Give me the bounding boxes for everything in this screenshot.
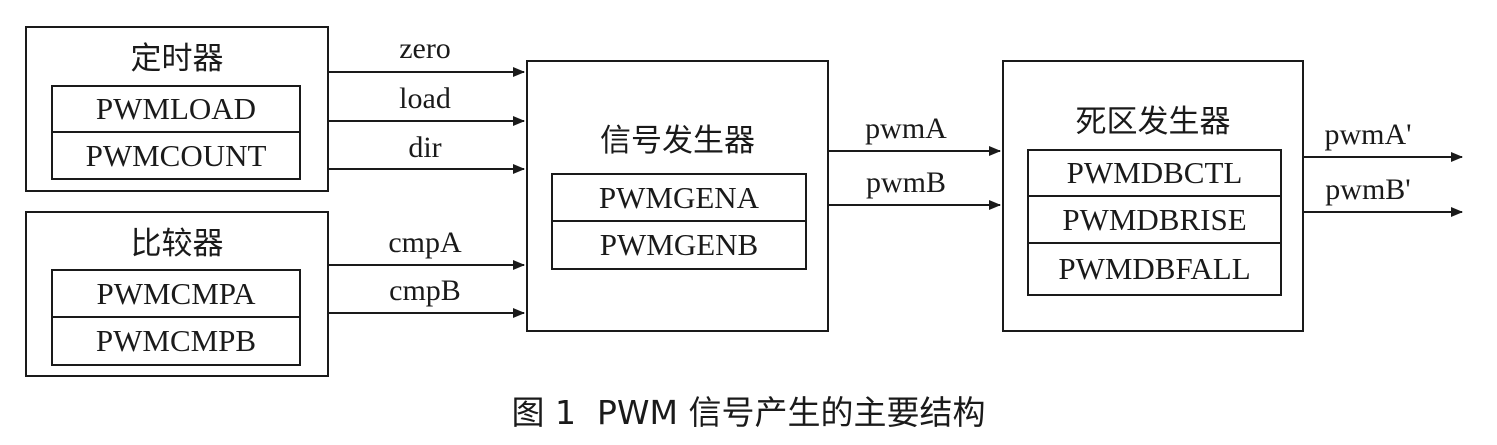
deadband-generator-title: 死区发生器 (1075, 104, 1231, 140)
signal-label-pwmB-out: pwmB' (1325, 173, 1411, 206)
comparator-block: 比较器 PWMCMPA PWMCMPB (25, 211, 329, 377)
signal-label-zero: zero (399, 32, 451, 65)
deadband-generator-block: 死区发生器 PWMDBCTL PWMDBRISE PWMDBFALL (1002, 60, 1304, 332)
register-pwmdbrise: PWMDBRISE (1027, 195, 1282, 244)
register-pwmcmpa: PWMCMPA (51, 269, 301, 318)
register-pwmcmpb: PWMCMPB (51, 316, 301, 366)
signal-generator-title: 信号发生器 (600, 123, 755, 159)
signal-label-cmpB: cmpB (389, 274, 461, 307)
figure-caption: 图 1 PWM 信号产生的主要结构 (511, 393, 986, 432)
timer-block: 定时器 PWMLOAD PWMCOUNT (25, 26, 329, 192)
register-pwmdbfall: PWMDBFALL (1027, 242, 1282, 296)
comparator-title: 比较器 (130, 226, 224, 262)
register-pwmcount: PWMCOUNT (51, 131, 301, 180)
register-pwmgenb: PWMGENB (551, 220, 807, 270)
signal-label-load: load (399, 82, 451, 115)
register-pwmgena: PWMGENA (551, 173, 807, 222)
register-pwmload: PWMLOAD (51, 85, 301, 133)
register-pwmdbctl: PWMDBCTL (1027, 149, 1282, 197)
signal-label-cmpA: cmpA (388, 226, 462, 259)
signal-generator-block: 信号发生器 PWMGENA PWMGENB (526, 60, 829, 332)
signal-label-dir: dir (408, 131, 442, 164)
signal-label-pwmB: pwmB (865, 166, 946, 199)
timer-title: 定时器 (130, 41, 224, 77)
signal-label-pwmA-out: pwmA' (1324, 118, 1412, 151)
signal-label-pwmA: pwmA (865, 112, 947, 145)
